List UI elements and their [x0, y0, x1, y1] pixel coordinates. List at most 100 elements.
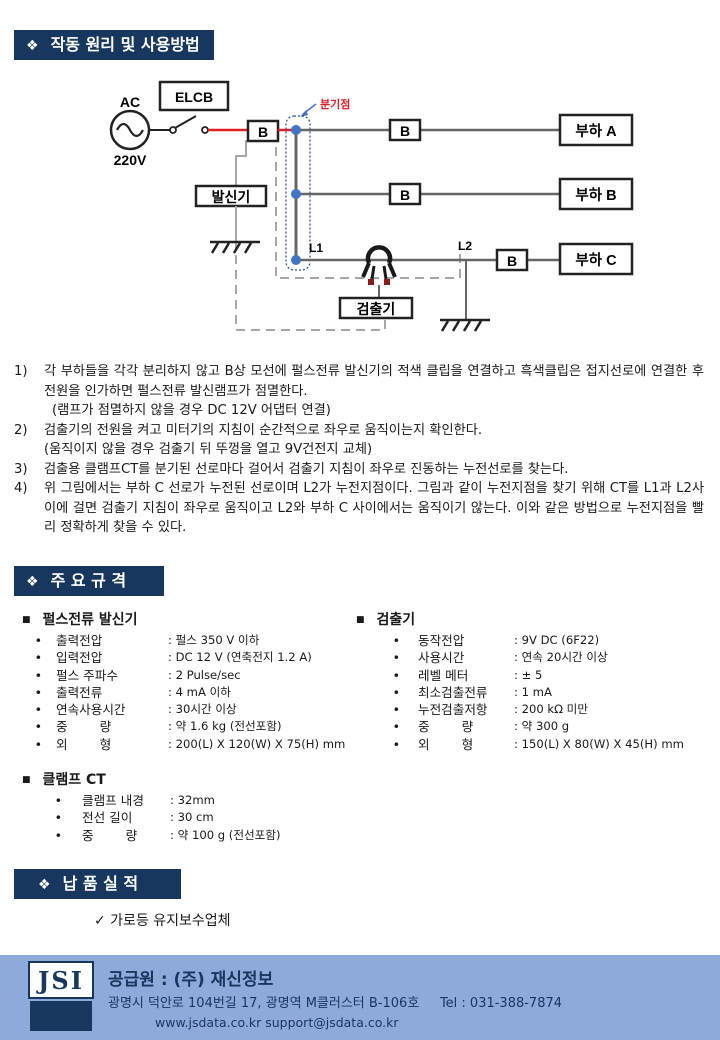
ground-transmitter-icon [210, 240, 260, 254]
breaker-c-box [495, 248, 529, 272]
bullet-icon: • [392, 650, 400, 666]
company-logo: JSI [28, 961, 94, 999]
spec-row: •외 형: 150(L) X 80(W) X 45(H) mm [356, 736, 684, 753]
elcb-label: ELCB [175, 89, 213, 105]
spec-row: •중 량: 약 100 g (전선포함) [22, 827, 281, 844]
supplier-name: 공급원 : (주) 재신정보 [108, 970, 274, 990]
diamond-bullet-icon: ❖ [26, 38, 39, 54]
bullet-icon: • [54, 793, 62, 808]
square-bullet-icon: ■ [22, 615, 31, 625]
section-header-principle: ❖ 작동 원리 및 사용방법 [14, 30, 214, 60]
logo-bar [30, 1001, 92, 1031]
node-b-icon [291, 189, 301, 199]
load-b-label: 부하 B [575, 187, 616, 204]
spec-title: 클램프 CT [42, 772, 106, 788]
section-title: 작동 원리 및 사용방법 [50, 35, 200, 54]
breaker-label: B [258, 124, 268, 140]
bullet-icon: • [34, 667, 42, 683]
bullet-icon: • [34, 650, 42, 666]
step-number: 2) [14, 422, 28, 438]
clamp-ct-icon [361, 245, 397, 285]
elcb-box [158, 80, 230, 112]
spec-row: •입력전압: DC 12 V (연축전지 1.2 A) [22, 649, 345, 666]
voltage-label: 220V [114, 152, 147, 168]
circuit-diagram: AC 220V ELCB B 분기점 B B B 부하 A 부하 B 부하 C … [109, 80, 634, 332]
step-note: (움직이지 않을 경우 검출기 뒤 뚜껑을 열고 9V건전지 교체) [44, 442, 373, 457]
transmitter-specs: ■ 펄스전류 발신기 •출력전압: 펄스 350 V 이하 •입력전압: DC 1… [22, 609, 345, 753]
spec-row: •펄스 주파수: 2 Pulse/sec [22, 667, 345, 684]
bullet-icon: • [34, 736, 42, 752]
spec-row: •외 형: 200(L) X 120(W) X 75(H) mm [22, 736, 346, 753]
detector-label: 검출기 [357, 301, 396, 317]
step-number: 4) [14, 481, 28, 496]
section-title: 주 요 규 격 [50, 571, 127, 590]
bullet-icon: • [34, 719, 42, 735]
spec-row: •중 량: 약 1.6 kg (전선포함) [22, 718, 345, 735]
bullet-icon: • [392, 684, 400, 700]
bullet-icon: • [34, 633, 42, 648]
delivery-item: ✓ 가로등 유지보수업체 [94, 913, 231, 929]
l2-label: L2 [458, 239, 472, 253]
diamond-bullet-icon: ❖ [38, 877, 51, 893]
ground-l2-icon [440, 318, 490, 332]
branch-point-label: 분기점 [320, 97, 350, 111]
detector-box [338, 296, 414, 320]
load-a-box [558, 113, 634, 147]
spec-row: •클램프 내경: 32mm [22, 792, 281, 809]
spec-row: •누전검출저항: 200 kΩ 미만 [356, 701, 684, 718]
breaker-a-box [388, 118, 422, 142]
usage-steps: 1) 각 부하들을 각각 분리하지 않고 B상 모선에 펄스전류 발신기의 적색… [14, 362, 704, 538]
load-c-box [558, 242, 634, 276]
breaker-a-label: B [400, 123, 410, 139]
spec-row: •출력전압: 펄스 350 V 이하 [22, 632, 345, 649]
step-2: 2) 검출기의 전원을 켜고 미터기의 지침이 순간적으로 좌우로 움직이는지 … [14, 421, 704, 460]
bullet-icon: • [392, 702, 400, 718]
step-1: 1) 각 부하들을 각각 분리하지 않고 B상 모선에 펄스전류 발신기의 적색… [14, 362, 704, 421]
ac-label: AC [120, 94, 140, 110]
spec-row: •레벨 메터: ± 5 [356, 667, 684, 684]
step-number: 3) [14, 461, 28, 477]
bullet-icon: • [54, 827, 62, 843]
l1-label: L1 [309, 241, 323, 255]
step-note: (램프가 점멸하지 않을 경우 DC 12V 어댑터 연결) [52, 403, 331, 418]
load-c-label: 부하 C [575, 252, 617, 269]
square-bullet-icon: ■ [356, 615, 365, 625]
spec-row: •동작전압: 9V DC (6F22) [356, 632, 684, 649]
spec-row: •중 량: 약 300 g [356, 718, 684, 735]
supplier-address: 광명시 덕안로 104번길 17, 광명역 M클러스터 B-106호 Tel :… [108, 996, 563, 1011]
step-4: 4) 위 그림에서는 부하 C 선로가 누전된 선로이며 L2가 누전지점이다.… [14, 479, 704, 538]
bullet-icon: • [54, 810, 62, 826]
breaker-b-box [388, 182, 422, 206]
bullet-icon: • [392, 633, 400, 648]
bullet-icon: • [34, 684, 42, 700]
load-b-box [558, 177, 634, 211]
bullet-icon: • [392, 719, 400, 735]
step-text: 각 부하들을 각각 분리하지 않고 B상 모선에 펄스전류 발신기의 적색 클립… [44, 364, 704, 399]
square-bullet-icon: ■ [22, 775, 31, 785]
spec-title: 펄스전류 발신기 [42, 612, 138, 628]
spec-row: •최소검출전류: 1 mA [356, 684, 684, 701]
section-header-delivery: ❖ 납 품 실 적 [14, 869, 181, 899]
footer: JSI 공급원 : (주) 재신정보 광명시 덕안로 104번길 17, 광명역… [0, 955, 720, 1040]
spec-row: •출력전류: 4 mA 이하 [22, 684, 345, 701]
detector-specs: ■검출기 •동작전압: 9V DC (6F22) •사용시간: 연속 20시간 … [356, 609, 684, 753]
section-header-specs: ❖ 주 요 규 격 [14, 566, 164, 596]
bullet-icon: • [392, 736, 400, 752]
elcb-switch-icon [174, 115, 197, 129]
step-number: 1) [14, 364, 28, 379]
step-text: 위 그림에서는 부하 C 선로가 누전된 선로이며 L2가 누전지점이다. 그림… [44, 481, 704, 535]
section-title: 납 품 실 적 [62, 874, 139, 893]
spec-row: •사용시간: 연속 20시간 이상 [356, 649, 684, 666]
node-c-icon [291, 255, 301, 265]
step-text: 검출기의 전원을 켜고 미터기의 지침이 순간적으로 좌우로 움직이는지 확인한… [44, 422, 483, 438]
spec-row: •전선 길이: 30 cm [22, 809, 281, 826]
supplier-contact: www.jsdata.co.kr support@jsdata.co.kr [155, 1015, 399, 1030]
bullet-icon: • [392, 667, 400, 683]
clamp-specs: ■ 클램프 CT •클램프 내경: 32mm •전선 길이: 30 cm •중 량… [22, 769, 281, 844]
load-a-label: 부하 A [575, 123, 617, 140]
step-3: 3) 검출용 클램프CT를 분기된 선로마다 걸어서 검출기 지침이 좌우로 진… [14, 460, 704, 480]
breaker-c-label: B [507, 253, 517, 269]
node-a-icon [291, 125, 301, 135]
transmitter-box [194, 184, 268, 208]
diamond-bullet-icon: ❖ [26, 574, 39, 590]
